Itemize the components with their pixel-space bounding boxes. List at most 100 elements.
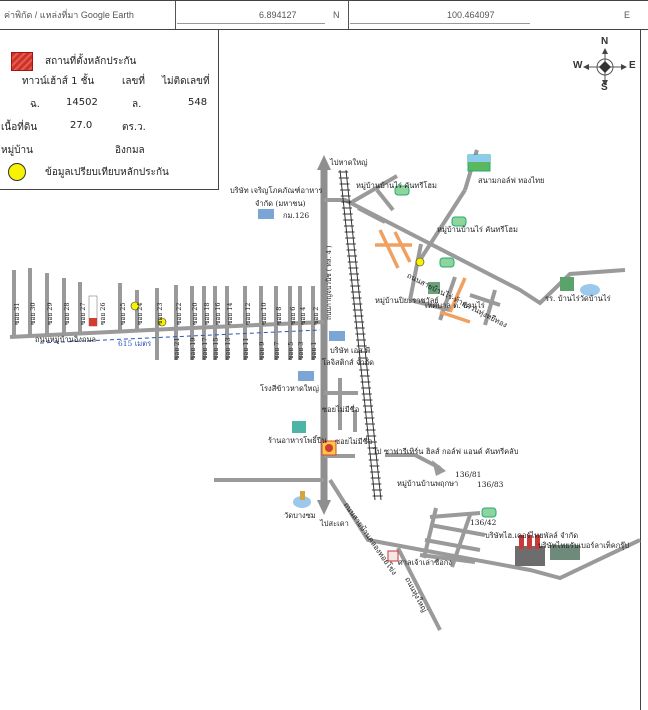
village-road bbox=[424, 538, 481, 552]
soi-label: ซอย 22 bbox=[175, 302, 183, 325]
village-road bbox=[408, 243, 423, 301]
deed-prefix: ฉ. bbox=[30, 99, 40, 110]
comparison-marker-1 bbox=[415, 257, 425, 267]
label-restaurant: ร้านอาหารโพธิ์ปีน bbox=[268, 436, 327, 445]
village-road bbox=[429, 523, 486, 537]
compass-icon bbox=[583, 48, 627, 86]
orange-soi bbox=[378, 229, 400, 269]
to-golf-road bbox=[385, 453, 441, 470]
factory-icon bbox=[298, 371, 314, 381]
label-136-83: 136/83 bbox=[477, 480, 504, 489]
soi-label: ซอย 17 bbox=[201, 337, 209, 360]
label-company-rubber: บริษัทไทยรับเบอร์ลาเท็คกรุ๊ป bbox=[538, 541, 630, 550]
arrow-golf-icon bbox=[432, 460, 446, 476]
property-location-swatch bbox=[11, 52, 33, 71]
header-divider bbox=[175, 1, 176, 29]
label-company-food: บริษัท เจริญโภคภัณฑ์อาหาร bbox=[230, 186, 323, 195]
soi-label: ซอย 8 bbox=[275, 306, 283, 325]
soi-label: ซอย 1 bbox=[310, 341, 318, 360]
company-icon bbox=[258, 209, 274, 219]
village-road bbox=[422, 507, 438, 559]
road-network bbox=[9, 149, 641, 631]
village-road bbox=[357, 206, 386, 224]
number-value: ไม่ติดเลขที่ bbox=[162, 76, 210, 87]
label-company-sp-2: โลจิสติกส์ จำกัด bbox=[322, 358, 374, 367]
label-school: รร. บ้านไร่วัดบ้านไร่ bbox=[545, 294, 611, 303]
comparison-marker-2 bbox=[130, 301, 140, 311]
soi-label: ซอย 10 bbox=[260, 302, 268, 325]
temple-icon bbox=[293, 496, 311, 508]
label-village-piyaraj: หมู่บ้านปิยะราชวัลย์ bbox=[375, 296, 439, 305]
property-location-label: สถานที่ตั้งหลักประกัน bbox=[45, 56, 137, 67]
village-road bbox=[483, 289, 497, 326]
soi-label: ซอย 9 bbox=[258, 341, 266, 360]
soi-label: ซอย 21 bbox=[173, 337, 181, 360]
temple-roof bbox=[300, 491, 305, 500]
soi-label: ซอย 2 bbox=[312, 306, 320, 325]
soi-label: ซอย 15 bbox=[212, 337, 220, 360]
label-to-sadao: ไปสะเดา bbox=[320, 519, 349, 528]
soi-label: ซอย 6 bbox=[289, 306, 297, 325]
land-number: 548 bbox=[188, 97, 208, 108]
village-value: อิงกมล bbox=[115, 145, 145, 156]
restaurant-icon bbox=[292, 421, 306, 433]
coordinate-header: ค่าพิกัด / แหล่งที่มา Google Earth 6.894… bbox=[0, 0, 648, 30]
label-road-ingkamon: ถนนหมู่บ้านอิงกมล bbox=[35, 335, 97, 344]
label-soi-mai-2: ซอยไม่มีชื่อ bbox=[335, 437, 373, 446]
property-marker bbox=[89, 318, 97, 326]
rubber-factory-icon bbox=[550, 545, 580, 560]
label-to-hatyai: ไปหาดใหญ่ bbox=[330, 158, 368, 167]
soi-label: ซอย 19 bbox=[189, 337, 197, 360]
label-main-road: ถนนกาญจนวนิช ( ทล. 4 ) bbox=[325, 245, 333, 320]
soi-label: ซอย 11 bbox=[242, 337, 250, 360]
village-icon bbox=[394, 185, 410, 196]
soi-label: ซอย 23 bbox=[156, 302, 164, 325]
soi-label: ซอย 5 bbox=[287, 341, 295, 360]
label-company-food-2: จำกัด (มหาชน) bbox=[255, 199, 306, 208]
orange-soi-roads bbox=[375, 229, 471, 324]
compass-north: N bbox=[601, 36, 609, 47]
header-divider bbox=[348, 1, 349, 29]
school-icon bbox=[560, 277, 574, 291]
village-icon bbox=[481, 507, 497, 518]
factory-chimney bbox=[535, 535, 540, 549]
label-temple: วัดบางซม bbox=[284, 511, 316, 520]
village-road bbox=[469, 293, 501, 307]
soi-label: ซอย 26 bbox=[99, 302, 107, 325]
temple-icon bbox=[580, 284, 600, 296]
soi-label: ซอย 13 bbox=[224, 337, 232, 360]
soi-label: ซอย 25 bbox=[119, 302, 127, 325]
label-to-golf: ไป ซาฟารีเทิร์น ฮิลส์ กอล์ฟ แอนด์ คันทรี… bbox=[373, 447, 519, 456]
orange-soi bbox=[439, 310, 471, 324]
latitude-underline bbox=[177, 23, 325, 24]
railway bbox=[339, 169, 382, 501]
latitude-value: 6.894127 bbox=[259, 10, 297, 20]
village-road bbox=[419, 553, 476, 564]
soi-label: ซอย 18 bbox=[203, 302, 211, 325]
longitude-underline bbox=[350, 23, 530, 24]
soi-label: ซอย 27 bbox=[79, 302, 87, 325]
latitude-direction: N bbox=[333, 10, 340, 20]
tungyai-road bbox=[396, 547, 442, 631]
village-label: หมู่บ้าน bbox=[1, 145, 33, 156]
label-municipality: เทศบาล ต. บ้านไร่ bbox=[425, 301, 485, 310]
soi-road-north bbox=[418, 188, 467, 262]
longitude-direction: E bbox=[624, 10, 631, 20]
label-136-81: 136/81 bbox=[455, 470, 482, 479]
orange-soi bbox=[393, 231, 412, 263]
village-icon bbox=[439, 257, 455, 268]
coordinate-source-label: ค่าพิกัด / แหล่งที่มา Google Earth bbox=[4, 10, 134, 20]
rail-line bbox=[345, 169, 382, 501]
label-shrine: ศาลเจ้าเล่าซือกง bbox=[398, 558, 452, 567]
comparison-label: ข้อมูลเปรียบเทียบหลักประกัน bbox=[45, 167, 169, 178]
factory-chimney bbox=[519, 535, 524, 549]
village-icon bbox=[451, 216, 467, 227]
soi-label: ซอย 28 bbox=[63, 302, 71, 325]
soi-label: ซอย 29 bbox=[46, 302, 54, 325]
longitude-value: 100.464097 bbox=[447, 10, 495, 20]
map-legend: สถานที่ตั้งหลักประกัน ทาวน์เฮ้าส์ 1 ชั้น… bbox=[0, 30, 219, 190]
label-village-pruksa: หมู่บ้านบ้านพฤกษา bbox=[397, 479, 459, 488]
label-village-banrai-1: หมู่บ้านบ้านไร่ คันทรีโฮม bbox=[356, 181, 437, 190]
comparison-swatch bbox=[8, 163, 26, 181]
soi-label: ซอย 4 bbox=[299, 306, 307, 325]
